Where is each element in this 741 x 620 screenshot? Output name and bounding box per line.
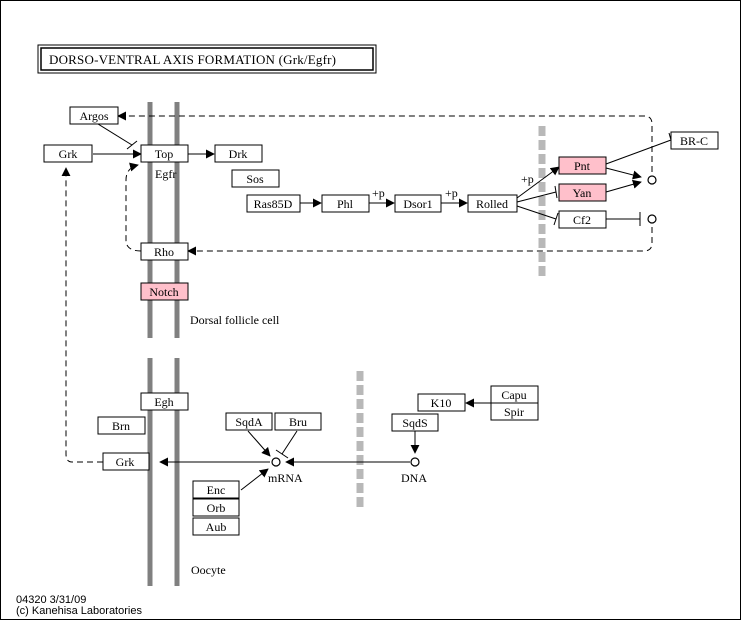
edge-feedback-rho: [187, 227, 653, 256]
title-box: DORSO-VENTRAL AXIS FORMATION (Grk/Egfr): [37, 44, 377, 74]
node-brc[interactable]: BR-C: [670, 131, 719, 150]
svg-text:Orb: Orb: [207, 501, 226, 515]
node-ras85d[interactable]: Ras85D: [246, 194, 301, 213]
edge-bru-inhibit-bar: [275, 449, 289, 459]
svg-text:Capu: Capu: [501, 388, 526, 402]
node-grk-follicle[interactable]: Grk: [43, 144, 93, 163]
svg-text:Grk: Grk: [116, 455, 135, 469]
node-rolled[interactable]: Rolled: [467, 194, 518, 213]
svg-text:Ras85D: Ras85D: [254, 197, 293, 211]
svg-text:Grk: Grk: [59, 147, 78, 161]
svg-text:Top: Top: [155, 147, 174, 161]
mrna-dot: [271, 457, 281, 467]
svg-text:SqdS: SqdS: [402, 416, 427, 430]
node-orb[interactable]: Orb: [192, 498, 240, 517]
svg-text:Argos: Argos: [79, 109, 108, 123]
svg-text:Cf2: Cf2: [573, 213, 591, 227]
label-phosphorylation: +p: [521, 172, 534, 186]
label-dorsal-follicle-cell: Dorsal follicle cell: [190, 313, 280, 327]
svg-text:K10: K10: [431, 396, 452, 410]
node-aub[interactable]: Aub: [192, 517, 240, 536]
transcription-dot-cf2: [647, 214, 657, 224]
node-k10[interactable]: K10: [417, 393, 466, 412]
svg-text:Spir: Spir: [504, 405, 524, 419]
label-mrna: mRNA: [268, 471, 303, 485]
svg-text:Dsor1: Dsor1: [403, 197, 432, 211]
edge-rolled-cf2-inhibit: [516, 205, 557, 220]
node-rho[interactable]: Rho: [140, 242, 189, 261]
edge-rolled-cf2-bar: [553, 212, 559, 226]
svg-text:Yan: Yan: [573, 186, 592, 200]
svg-text:Rolled: Rolled: [476, 197, 508, 211]
edge-argos-top-inhibit: [97, 123, 133, 146]
svg-text:Enc: Enc: [207, 483, 226, 497]
svg-text:Brn: Brn: [112, 419, 130, 433]
edge-yan-dot: [605, 179, 642, 193]
svg-text:Phl: Phl: [337, 197, 354, 211]
svg-text:Egh: Egh: [154, 395, 173, 409]
diagram-title: DORSO-VENTRAL AXIS FORMATION (Grk/Egfr): [49, 52, 336, 67]
node-dsor1[interactable]: Dsor1: [394, 194, 442, 213]
edge-rolled-pnt: [516, 166, 560, 199]
label-dna: DNA: [401, 471, 427, 485]
node-yan[interactable]: Yan: [558, 183, 607, 202]
node-brn[interactable]: Brn: [97, 416, 146, 435]
edge-enc-mrna: [240, 468, 269, 491]
transcription-dot-pnt: [647, 175, 657, 185]
svg-text:Bru: Bru: [289, 415, 307, 429]
svg-text:Rho: Rho: [154, 245, 174, 259]
label-phosphorylation: +p: [372, 186, 385, 200]
edge-argos-inhibit-bar: [126, 140, 138, 150]
node-phl[interactable]: Phl: [321, 194, 370, 213]
footer-code: 04320 3/31/09: [16, 594, 86, 606]
node-egh[interactable]: Egh: [140, 392, 189, 411]
edge-sqda-mrna: [247, 430, 271, 457]
svg-text:Pnt: Pnt: [574, 159, 591, 173]
node-sqda[interactable]: SqdA: [225, 412, 273, 431]
dna-dot: [410, 457, 420, 467]
node-drk[interactable]: Drk: [214, 144, 263, 163]
svg-text:Aub: Aub: [206, 520, 227, 534]
node-cf2[interactable]: Cf2: [558, 210, 607, 229]
edge-pnt-dot: [605, 167, 642, 180]
svg-text:Drk: Drk: [229, 147, 248, 161]
label-egfr: Egfr: [155, 167, 176, 181]
node-capu[interactable]: Capu: [490, 385, 539, 404]
node-bru[interactable]: Bru: [274, 412, 322, 431]
footer-copyright: (c) Kanehisa Laboratories: [16, 605, 142, 617]
edge-rolled-yan-inhibit: [516, 191, 557, 203]
edge-bru-mrna-inhibit: [281, 430, 298, 455]
label-phosphorylation: +p: [445, 186, 458, 200]
node-sqds[interactable]: SqdS: [391, 413, 439, 432]
svg-text:Sos: Sos: [246, 172, 264, 186]
node-top[interactable]: Top: [140, 144, 189, 163]
edge-grk-oocyte-to-follicle: [61, 167, 103, 463]
edge-rolled-yan-bar: [554, 185, 558, 199]
node-spir[interactable]: Spir: [490, 402, 539, 421]
svg-text:BR-C: BR-C: [680, 134, 708, 148]
node-pnt[interactable]: Pnt: [558, 156, 607, 175]
edge-pnt-brc-inhibit: [605, 139, 672, 165]
node-grk-oocyte[interactable]: Grk: [102, 452, 150, 471]
edge-rho-top: [125, 162, 142, 252]
label-oocyte: Oocyte: [191, 563, 226, 577]
node-enc[interactable]: Enc: [192, 480, 240, 499]
edge-feedback-argos: [117, 111, 653, 172]
svg-text:Notch: Notch: [149, 285, 178, 299]
node-notch[interactable]: Notch: [140, 282, 189, 301]
node-argos[interactable]: Argos: [69, 106, 119, 125]
svg-text:SqdA: SqdA: [235, 415, 263, 429]
node-sos[interactable]: Sos: [231, 169, 280, 188]
